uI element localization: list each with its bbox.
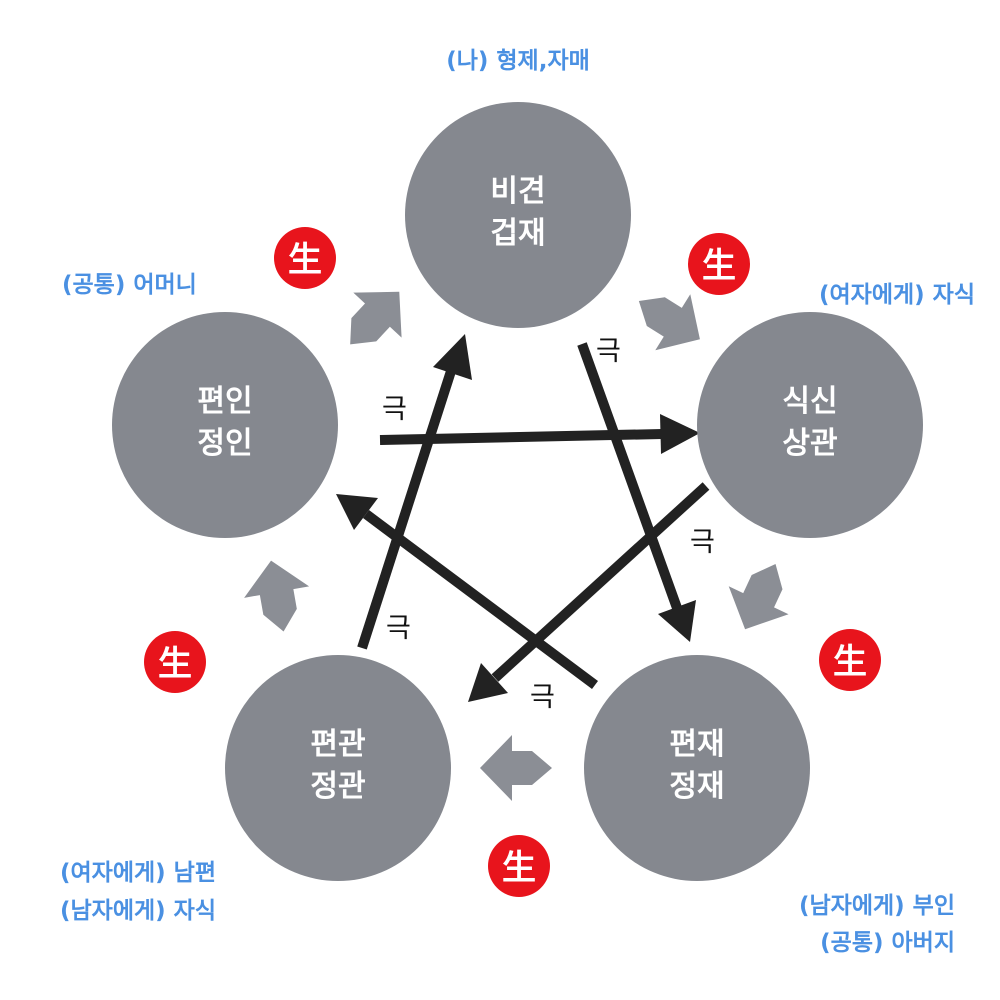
control-arrow-pyeongwan-to-bigyeon <box>357 334 472 650</box>
generation-arrow-bigyeon-to-siksin <box>638 294 700 351</box>
generation-badge: 生 <box>144 631 206 693</box>
relation-label-pyeongwan-2: (남자에게) 자식 <box>60 898 216 924</box>
generation-badge: 生 <box>819 629 881 691</box>
control-arrow-pyeonjae-to-pyeonin <box>336 494 598 690</box>
control-label: 극 <box>690 527 715 558</box>
node-siksin: 식신 상관 <box>697 312 923 538</box>
relation-label-pyeonjae-2: (공통) 아버지 <box>820 930 955 956</box>
generation-badges: 生 生 生 生 生 <box>144 227 881 897</box>
svg-text:生: 生 <box>288 240 322 280</box>
node-label-line-2: 겁재 <box>490 216 545 251</box>
relation-labels: (나) 형제,자매 (여자에게) 자식 (남자에게) 부인 (공통) 아버지 (… <box>60 48 975 956</box>
svg-text:生: 生 <box>833 642 867 682</box>
svg-text:生: 生 <box>158 644 192 684</box>
relation-label-bigyeon: (나) 형제,자매 <box>446 48 590 74</box>
node-label-line-1: 편재 <box>669 727 724 762</box>
control-label: 극 <box>596 336 621 367</box>
generation-arrows <box>244 291 789 801</box>
svg-text:生: 生 <box>502 848 536 888</box>
generation-badge: 生 <box>488 835 550 897</box>
relation-label-pyeongwan-1: (여자에게) 남편 <box>60 860 216 886</box>
generation-arrow-siksin-to-pyeonjae <box>728 563 789 630</box>
node-label-line-1: 편인 <box>197 384 252 419</box>
generation-arrow-pyeonjae-to-pyeongwan <box>480 735 552 801</box>
generation-arrow-pyeongwan-to-pyeonin <box>244 560 310 632</box>
node-pyeonin: 편인 정인 <box>112 312 338 538</box>
control-label: 극 <box>530 682 555 713</box>
control-label: 극 <box>382 394 407 425</box>
node-label-line-2: 상관 <box>782 426 837 461</box>
node-pyeonjae: 편재 정재 <box>584 655 810 881</box>
control-arrow-bigyeon-to-pyeonjae <box>577 342 696 642</box>
node-label-line-1: 편관 <box>310 727 365 762</box>
node-bigyeon: 비견 겁재 <box>405 102 631 328</box>
control-label: 극 <box>386 613 411 644</box>
node-pyeongwan: 편관 정관 <box>225 655 451 881</box>
node-label-line-2: 정인 <box>197 426 252 461</box>
svg-text:生: 生 <box>702 246 736 286</box>
generation-badge: 生 <box>274 227 336 289</box>
generation-badge: 生 <box>688 233 750 295</box>
node-label-line-2: 정관 <box>310 769 365 804</box>
relation-label-pyeonin: (공통) 어머니 <box>62 272 197 298</box>
control-arrows <box>336 334 710 702</box>
control-labels: 극 극 극 극 극 <box>382 336 715 713</box>
generation-arrow-pyeonin-to-bigyeon <box>350 291 402 345</box>
relation-label-siksin: (여자에게) 자식 <box>819 282 975 308</box>
control-arrow-siksin-to-pyeongwan <box>468 482 710 702</box>
relation-label-pyeonjae-1: (남자에게) 부인 <box>799 893 955 919</box>
node-label-line-2: 정재 <box>669 769 724 804</box>
node-label-line-1: 식신 <box>782 384 837 419</box>
node-label-line-1: 비견 <box>490 174 545 209</box>
